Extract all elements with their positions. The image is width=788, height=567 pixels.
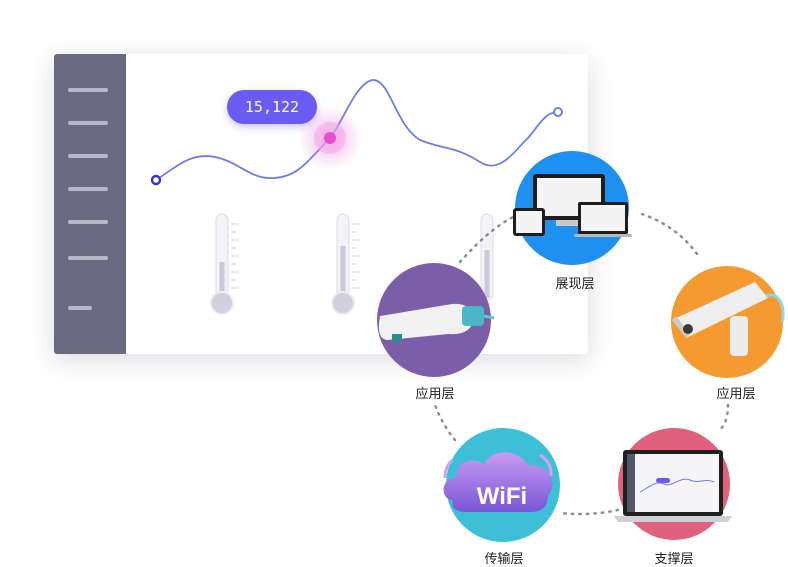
wifi-cloud-icon: WiFi [443,452,553,512]
wifi-logo-text: WiFi [477,483,527,510]
devices-icon [513,174,632,237]
thermometer-icon [331,213,360,315]
layer-connectors [432,212,730,516]
application-layer-left-label: 应用层 [415,387,455,402]
trend-curve [155,79,559,181]
sidebar-menu-line [68,88,108,92]
support-layer-label: 支撑层 [654,552,694,567]
chart-start-point [150,174,162,186]
thermometer-icon [480,213,494,301]
dashboard-sidebar [54,54,126,354]
application-layer-right-node[interactable] [671,266,785,378]
laptop-icon [614,450,732,522]
sidebar-menu-line [68,256,108,260]
presentation-layer-node[interactable] [513,151,632,265]
dashboard-card [54,54,588,354]
thermometer-icon [210,213,239,315]
sidebar-menu-line [68,187,108,191]
sidebar-menu-line [68,154,108,158]
transport-layer-label: 传输层 [484,552,524,567]
sidebar-menu-line [68,306,92,310]
security-camera-icon [672,282,785,356]
value-tooltip: 15,122 [227,90,317,124]
chart-end-point [553,107,563,117]
highlight-point[interactable] [324,132,336,144]
sensor-device-icon [378,303,495,342]
application-layer-right-label: 应用层 [716,387,756,402]
transport-layer-node[interactable]: WiFi [443,428,560,542]
sidebar-menu-line [68,220,108,224]
support-layer-node[interactable] [614,428,732,540]
sidebar-menu-line [68,121,108,125]
application-layer-left-node[interactable] [377,263,495,377]
presentation-layer-label: 展现层 [555,277,595,292]
